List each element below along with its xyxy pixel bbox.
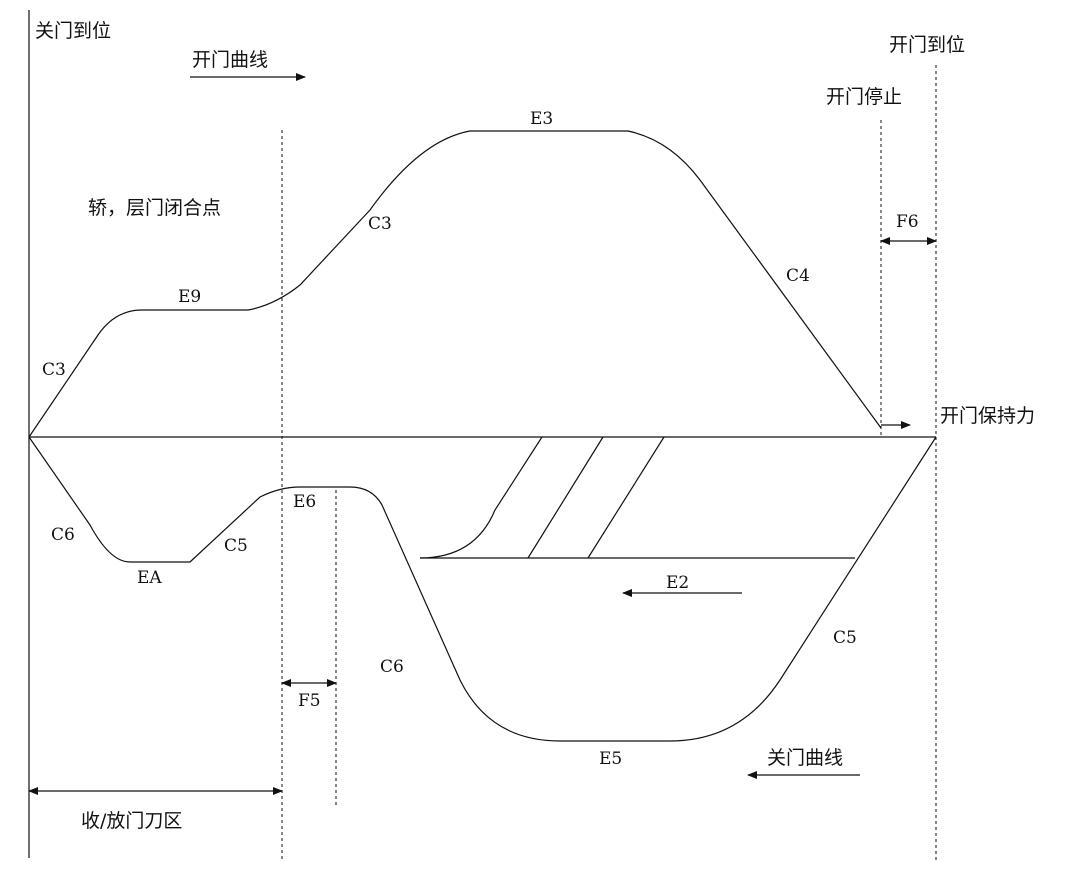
segment-label-c5-left: C5 bbox=[224, 536, 248, 556]
e2-entry-curve bbox=[419, 436, 543, 559]
segment-label-c6-mid: C6 bbox=[380, 657, 404, 677]
segment-label-c6-left: C6 bbox=[51, 525, 75, 545]
vane-zone-label: 收/放门刀区 bbox=[81, 810, 182, 832]
close-limit-label: 关门到位 bbox=[35, 20, 111, 42]
close-speed-curve-left bbox=[28, 436, 937, 742]
hatch-line bbox=[527, 436, 604, 559]
segment-label-e6: E6 bbox=[293, 492, 316, 512]
open-hold-force-label: 开门保持力 bbox=[940, 405, 1035, 427]
open-stop-label: 开门停止 bbox=[826, 86, 902, 108]
segment-label-f5: F5 bbox=[298, 691, 321, 711]
segment-label-c5-right: C5 bbox=[833, 628, 857, 648]
segment-label-e5: E5 bbox=[599, 749, 622, 769]
open-speed-curve bbox=[28, 130, 882, 438]
open-limit-label: 开门到位 bbox=[889, 34, 965, 56]
segment-label-c4: C4 bbox=[786, 266, 810, 286]
segment-label-ea: EA bbox=[137, 568, 162, 588]
segment-label-e3: E3 bbox=[530, 109, 553, 129]
segment-label-e9: E9 bbox=[178, 287, 201, 307]
segment-label-c3-left: C3 bbox=[42, 360, 66, 380]
open-curve-label: 开门曲线 bbox=[192, 49, 268, 71]
segment-label-f6: F6 bbox=[896, 212, 919, 232]
door-closing-point-label: 轿，层门闭合点 bbox=[88, 197, 221, 219]
hatch-line bbox=[587, 436, 665, 559]
close-curve-label: 关门曲线 bbox=[767, 747, 843, 769]
segment-label-c3-mid: C3 bbox=[368, 214, 392, 234]
segment-label-e2: E2 bbox=[666, 573, 689, 593]
